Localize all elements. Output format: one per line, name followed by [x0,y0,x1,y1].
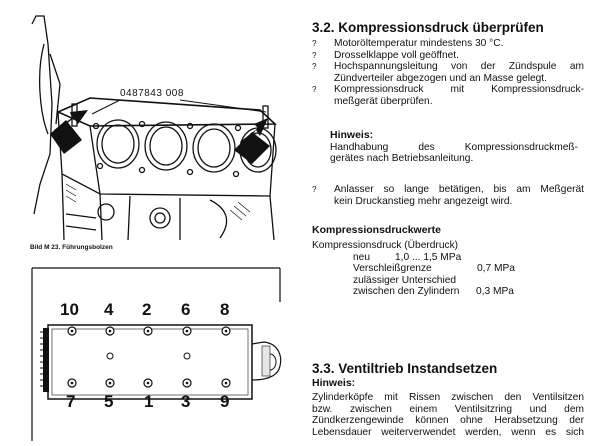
values-line: Kompressionsdruck (Überdruck) [312,240,459,251]
value: 1,0 ... 1,5 MPa [395,251,462,263]
hint-label: Hinweis: [330,129,374,141]
values-heading: Kompressionsdruckwerte [312,224,441,236]
list-item: ? Kompressionsdruck mit Kompressionsdruc… [312,84,584,107]
value-label: Verschleißgrenze [353,263,432,275]
list-item-text: meßgerät überprüfen. [334,95,433,107]
bolt-number: 7 [66,392,76,411]
list-item-text: Anlasser so lange betätigen, bis am Meßg… [334,184,584,195]
section-title-32: 3.2. Kompressionsdruck überprüfen [312,20,544,35]
bolt-number: 1 [144,392,154,411]
list-item-text: Zündverteiler abgezogen und an Masse gel… [334,72,547,84]
value-label: neu [353,251,370,263]
paragraph-line: Lebensdauer weiterverwendet werden, wenn… [312,426,584,438]
list-item-text: Motoröltemperatur mindestens 30 °C. [334,38,504,49]
list-item-text: Drosselklappe voll geöffnet. [334,49,459,61]
tightening-sequence-diagram: 10 4 2 6 8 7 5 1 3 9 [30,262,292,441]
value-label: zwischen den Zylindern [353,286,460,298]
hint-text: Handhabung des Kompressionsdruckmeß- [330,141,578,153]
hint-block-32: Hinweis: Handhabung des Kompressionsdruc… [330,129,578,165]
paragraph-line: Zündkerzengewinde können ohne Herabsetzu… [312,415,584,427]
list-item: ? Drosselklappe voll geöffnet. [312,50,584,62]
bullet-marker: ? [312,85,317,95]
section-33-text: Zylinderköpfe mit Rissen zwischen den Ve… [312,392,584,438]
engine-guide-bolt-illustration: 0487843 008 [30,14,292,241]
value: 0,7 MPa [477,263,515,275]
values-row-new: neu 1,0 ... 1,5 MPa [312,252,584,264]
list-item: ? Anlasser so lange betätigen, bis am Me… [312,184,584,207]
paragraph-line: Zylinderköpfe mit Rissen zwischen den Ve… [312,392,584,403]
list-item: ? Hochspannungsleitung von der Zündspule… [312,61,584,84]
bolt-number: 10 [60,300,79,319]
list-item: ? Motoröltemperatur mindestens 30 °C. [312,38,584,50]
figure-caption: Bild M 23. Führungsbolzen [30,244,113,251]
bolt-number: 3 [181,392,191,411]
list-item-text: Kompressionsdruck mit Kompressionsdruck- [334,84,584,96]
bullet-marker: ? [312,185,317,194]
values-row-wear: Verschleißgrenze 0,7 MPa [312,263,584,275]
section-title-33: 3.3. Ventiltrieb Instandsetzen [312,361,498,376]
part-number-label: 0487843 008 [120,88,184,99]
bullet-marker: ? [312,62,317,72]
bolt-number: 5 [104,392,114,411]
bolt-number: 2 [142,300,152,319]
bullet-marker: ? [312,39,317,48]
value: 0,3 MPa [476,286,514,298]
values-row-diff-2: zwischen den Zylindern 0,3 MPa [312,286,584,298]
bullet-marker: ? [312,50,317,60]
bolt-number: 8 [220,300,230,319]
hint-text: gerätes nach Betriebsanleitung. [330,153,474,165]
value-label: zulässiger Unterschied [353,274,457,286]
compression-values: Kompressionsdruck (Überdruck) neu 1,0 ..… [312,240,584,298]
checklist-32: ? Motoröltemperatur mindestens 30 °C. ? … [312,38,584,108]
bolt-number: 4 [104,300,114,319]
values-row-diff: zulässiger Unterschied [312,275,584,287]
checklist-32b: ? Anlasser so lange betätigen, bis am Me… [312,184,584,207]
bolt-number: 6 [181,300,191,319]
paragraph-line: bzw. zwischen einem Ventilsitzring und d… [312,403,584,415]
list-item-text: kein Druckanstieg mehr angezeigt wird. [334,195,513,207]
hint-label: Hinweis: [312,377,356,389]
list-item-text: Hochspannungsleitung von der Zündspule a… [334,61,584,73]
bolt-number: 9 [220,392,230,411]
